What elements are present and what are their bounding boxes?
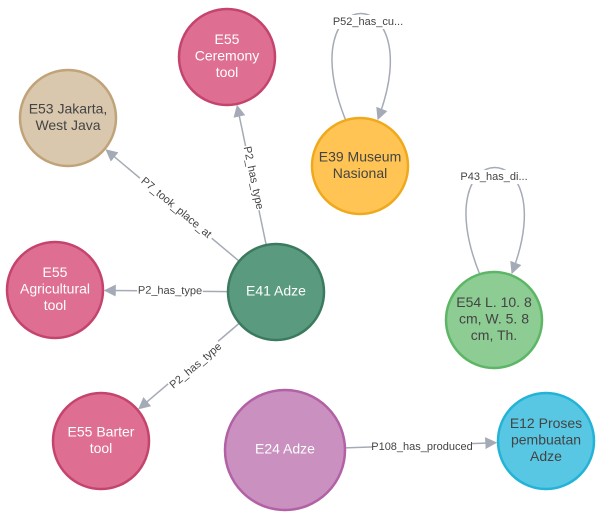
node-circle[interactable] <box>5 240 105 340</box>
node-jakarta[interactable]: E53 Jakarta,West Java <box>18 68 118 168</box>
node-label: E39 Museum <box>319 148 401 164</box>
node-label: Agricultural <box>20 281 90 297</box>
edge-label: P43_has_di... <box>460 171 527 183</box>
node-label: Adze <box>530 448 562 464</box>
edge-label-bg <box>329 15 407 29</box>
node-circle[interactable] <box>444 270 544 370</box>
node-circle[interactable] <box>310 116 410 216</box>
edge-label-bg <box>372 440 472 454</box>
node-label: E55 <box>215 31 240 47</box>
edge-label-bg <box>166 339 226 393</box>
node-circle[interactable] <box>177 7 277 107</box>
node-circle[interactable] <box>51 391 151 491</box>
node-label: E12 Proses <box>510 415 582 431</box>
node-label: E53 Jakarta, <box>29 100 108 116</box>
edge-label-bg <box>455 170 533 184</box>
node-circle[interactable] <box>496 391 596 491</box>
node-label: E41 Adze <box>246 283 306 299</box>
node-label: tool <box>90 440 113 456</box>
node-adze41[interactable]: E41 Adze <box>226 242 326 342</box>
edge-label: P7_took_place_at <box>138 175 213 241</box>
node-label: cm, Th. <box>471 327 517 343</box>
edge-e-jakarta[interactable]: P7_took_place_at <box>105 149 240 262</box>
node-label: West Java <box>35 117 100 133</box>
node-label: Ceremony <box>195 48 260 64</box>
edge-label: P2_has_type <box>138 285 202 298</box>
edge-e-museum-loop[interactable]: P52_has_cu... <box>329 12 407 122</box>
edge-label: P108_has_produced <box>371 441 473 453</box>
loop-line <box>331 12 391 122</box>
edge-e-produced[interactable]: P108_has_produced <box>344 437 498 454</box>
edge-e-agri[interactable]: P2_has_type <box>103 283 229 299</box>
node-label: Nasional <box>333 165 387 181</box>
edge-label: P52_has_cu... <box>333 16 403 28</box>
edge-label-bg <box>135 172 217 244</box>
edge-e-barter[interactable]: P2_has_type <box>138 322 240 410</box>
node-label: E55 <box>43 264 68 280</box>
node-circle[interactable] <box>18 68 118 168</box>
node-label: E54 L. 10. 8 <box>456 294 532 310</box>
node-dim[interactable]: E54 L. 10. 8cm, W. 5. 8cm, Th. <box>444 270 544 370</box>
node-label: cm, W. 5. 8 <box>459 311 529 327</box>
node-circle[interactable] <box>223 388 347 512</box>
edge-e-ceremony[interactable]: P2_has_type <box>233 104 267 246</box>
edge-label-bg <box>239 144 267 212</box>
edge-label-bg <box>137 283 203 299</box>
node-label: tool <box>216 64 239 80</box>
node-label: tool <box>44 297 67 313</box>
node-label: E55 Barter <box>68 423 135 439</box>
node-adze24[interactable]: E24 Adze <box>223 388 347 512</box>
edge-label: P2_has_type <box>168 341 225 392</box>
edge-label: P2_has_type <box>241 145 266 210</box>
node-label: E24 Adze <box>255 441 315 457</box>
node-label: pembuatan <box>511 432 581 448</box>
loop-line <box>465 166 525 276</box>
edge-e-dim-loop[interactable]: P43_has_di... <box>455 166 533 276</box>
node-circle[interactable] <box>226 242 326 342</box>
